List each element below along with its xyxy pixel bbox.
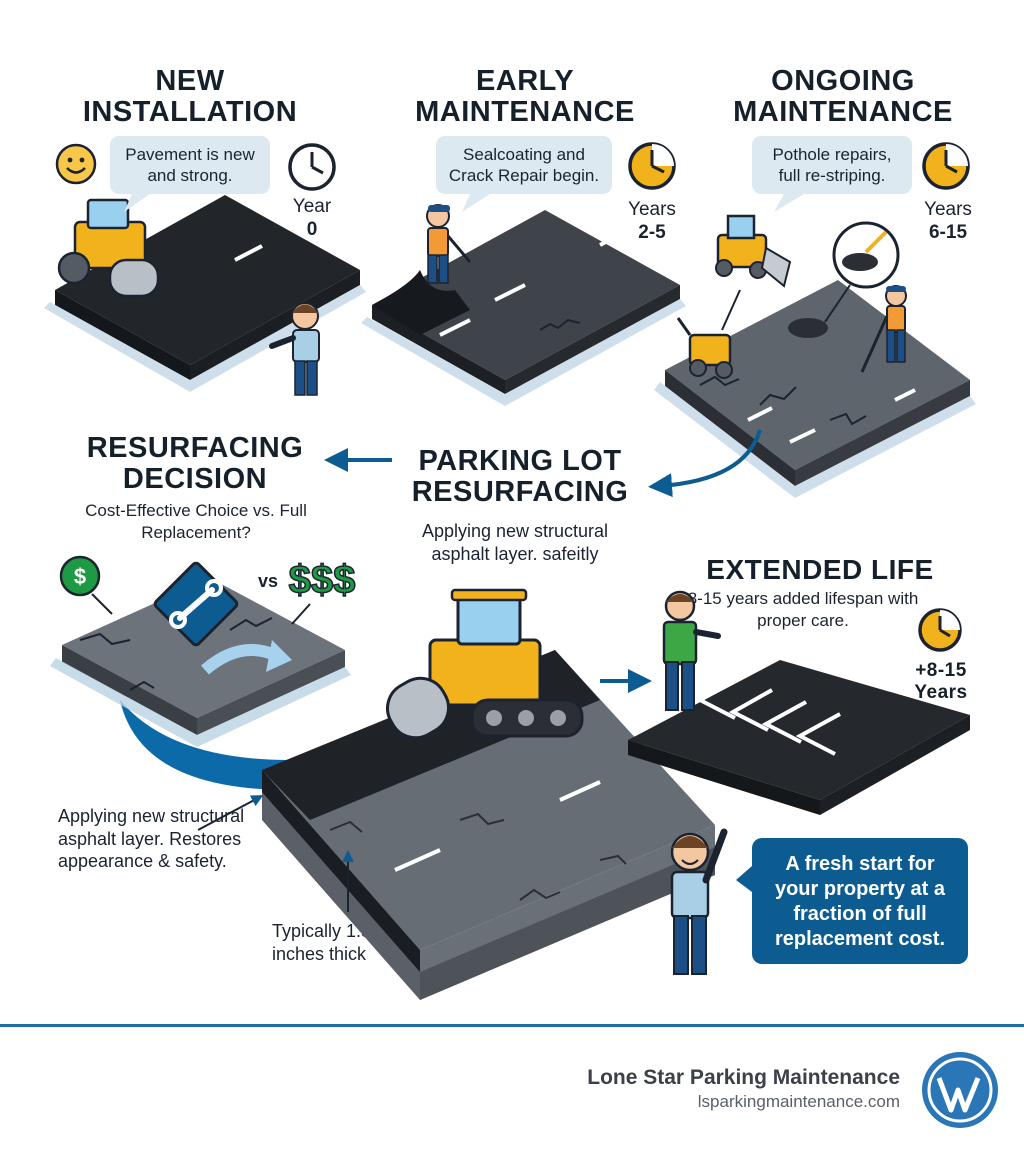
worker-figure [269,302,320,396]
extended-life-pavement-slab [628,660,970,815]
clock-icon [922,142,970,190]
worker-figure [662,590,721,711]
title-line: EARLY [475,65,575,97]
year-badge: Year 0 [280,196,344,242]
clock-icon [918,608,962,652]
happy-worker-figure [670,828,728,975]
resurfacing-pavement-slab [262,650,715,1000]
footer-url: lsparkingmaintenance.com [697,1092,900,1111]
resurfacing-title: PARKING LOT RESURFACING [395,445,645,509]
title-line: MAINTENANCE [733,96,953,129]
title-line: DECISION [122,463,268,496]
extended-life-subtitle: 8-15 years added lifespan with proper ca… [687,589,919,631]
title-line: INSTALLATION [82,96,298,129]
title-line: RESURFACING [411,476,629,509]
dollar-triple: $$$ [289,558,356,602]
title-line: NEW [155,65,225,97]
illustration-canvas: $ vs $$$ [44,142,976,1000]
footer-divider [0,1024,1024,1027]
dollar-single: $ [74,564,86,589]
year-label: Year [292,196,332,217]
new-pavement-slab [44,195,366,392]
title-line: ONGOING [771,65,915,97]
year-badge: Years 2-5 [616,199,688,245]
clock-icon [288,143,336,191]
speech-bubble: Sealcoating and Crack Repair begin. [436,136,612,194]
bulldozer-icon [715,214,792,288]
repair-worker-figure [860,285,907,373]
year-value: 0 [306,218,318,240]
badge-line: Years [914,681,968,703]
year-label: Years [924,199,972,220]
resurfacing-subtitle: Applying new structural asphalt layer. s… [421,521,609,565]
stage-ongoing-maintenance-title: ONGOING MAINTENANCE [718,65,968,129]
year-value: 2-5 [638,221,666,243]
year-label: Years [628,199,676,220]
title-line: MAINTENANCE [415,96,635,129]
wordpress-logo-icon [922,1052,998,1128]
title-line: PARKING LOT [418,445,622,477]
pothole-magnifier-icon [824,221,900,323]
paver-machine-icon [386,588,584,740]
speech-bubble: Pavement is new and strong. [110,136,270,194]
badge-line: +8-15 [915,660,967,681]
sealcoat-worker-figure [426,204,472,284]
flow-arrow [648,429,762,498]
speech-bubble: Pothole repairs, full re-striping. [752,136,912,194]
year-value: 6-15 [928,221,968,243]
summary-callout: A fresh start for your property at a fra… [752,838,968,964]
wrench-icon [153,561,239,647]
decision-title: RESURFACING DECISION [60,432,330,496]
sealcoated-pavement-slab [361,210,686,406]
extended-life-title: EXTENDED LIFE [706,554,934,585]
dollar-icon: $ [59,555,113,615]
layer-annotation: Applying new structural asphalt layer. R… [58,806,245,871]
smiley-icon [55,143,97,185]
extended-life-badge: +8-15 Years [906,660,976,704]
vs-label: vs [258,571,278,591]
compactor-icon [676,317,733,379]
asphalt-roller-icon [57,198,160,298]
worn-pavement-slab [654,280,976,498]
stage-early-maintenance-title: EARLY MAINTENANCE [400,65,650,129]
stage-new-installation-title: NEW INSTALLATION [60,65,320,129]
year-badge: Years 6-15 [912,199,984,245]
decision-subtitle: Cost-Effective Choice vs. Full Replaceme… [85,501,307,543]
footer-company: Lone Star Parking Maintenance [587,1066,900,1089]
clock-icon [628,142,676,190]
title-line: RESURFACING [86,432,304,464]
